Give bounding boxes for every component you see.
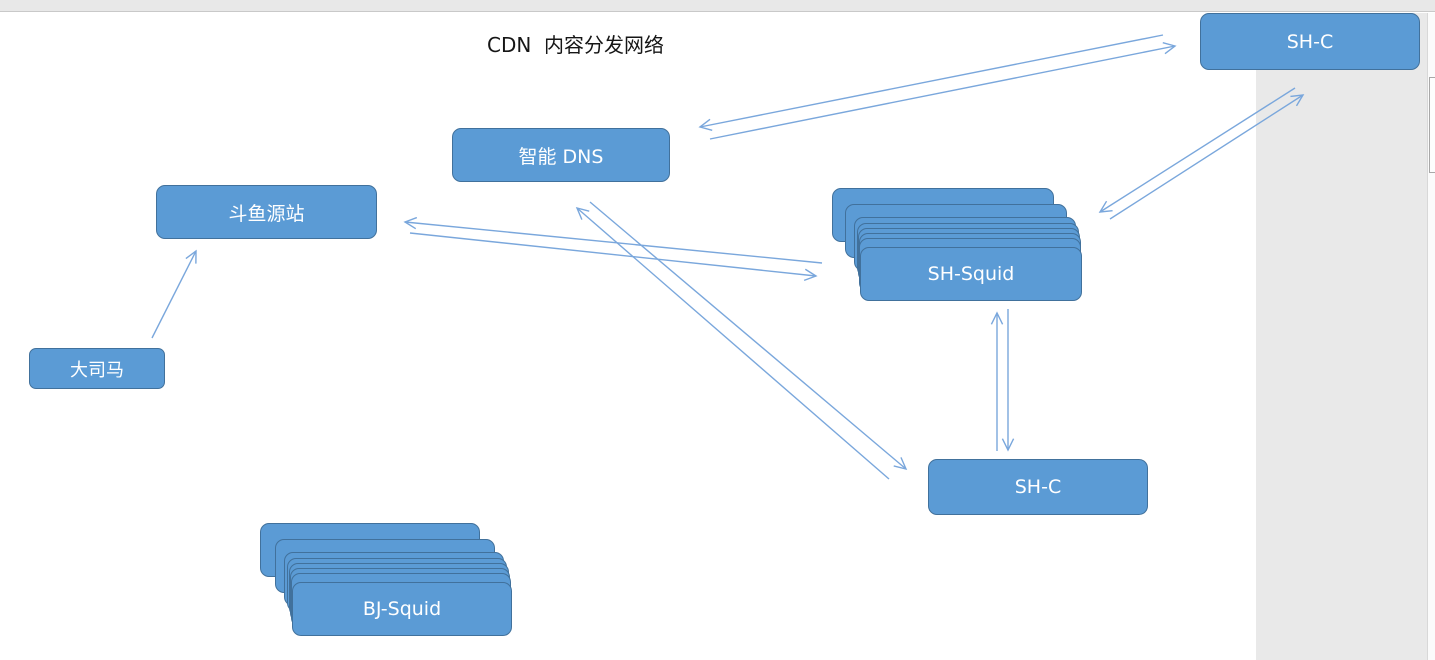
arrow-shsquid-to-shc-top[interactable] [1098,87,1305,220]
window-top-bar [0,0,1435,12]
node-label: 智能 DNS [518,145,604,168]
scrollbar-thumb[interactable] [1429,77,1435,173]
node-label: 大司马 [70,359,124,381]
arrow-shsquid-to-shc-bottom[interactable] [990,309,1015,452]
arrow-dns-to-shc-top[interactable] [698,34,1177,140]
vertical-scrollbar[interactable] [1427,13,1435,660]
node-dasima[interactable]: 大司马 [29,348,165,389]
node-shc-bottom[interactable]: SH-C [928,459,1148,515]
diagram-title: CDN 内容分发网络 [487,33,665,57]
node-label: SH-C [1014,476,1062,498]
node-sh-squid[interactable]: SH-Squid [860,247,1082,301]
node-label: SH-Squid [927,263,1015,285]
right-gray-panel [1256,13,1427,660]
node-douyu-origin[interactable]: 斗鱼源站 [156,185,377,239]
arrow-dasima-to-douyu[interactable] [151,249,197,339]
arrow-douyu-to-shsquid[interactable] [403,216,823,282]
node-label: SH-C [1286,30,1334,53]
node-smart-dns[interactable]: 智能 DNS [452,128,670,182]
node-shc-top[interactable]: SH-C [1200,13,1420,70]
arrow-dns-to-shc-bottom[interactable] [575,201,908,480]
node-bj-squid[interactable]: BJ-Squid [292,582,512,636]
node-label: BJ-Squid [362,598,442,620]
node-label: 斗鱼源站 [228,202,305,225]
